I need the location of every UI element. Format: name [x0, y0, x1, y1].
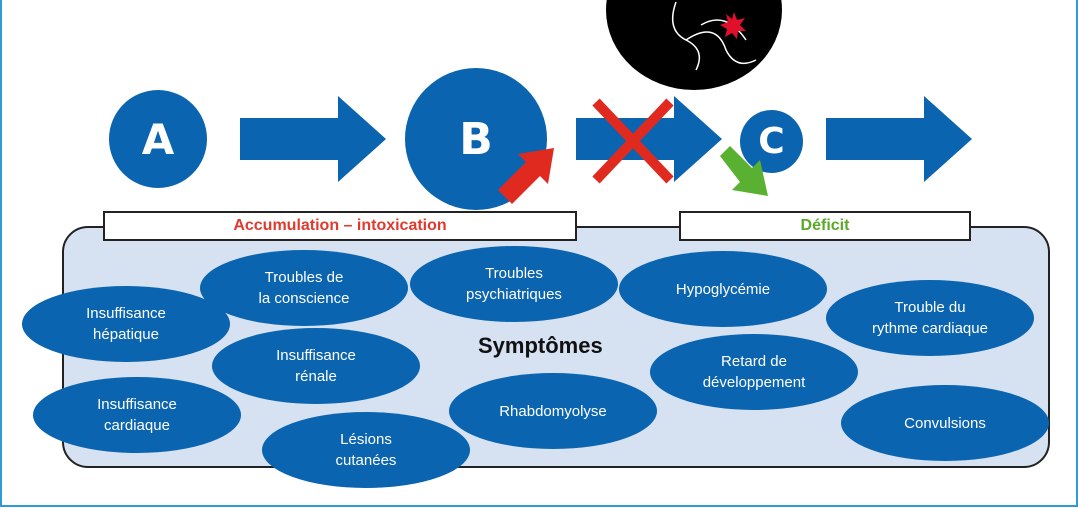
cross-x-icon	[592, 98, 674, 184]
symptom-insuffisance-cardiaque: Insuffisance cardiaque	[33, 377, 241, 453]
symptom-convulsions: Convulsions	[841, 385, 1049, 461]
arrow-a-to-b	[240, 96, 386, 182]
accumulation-header: Accumulation – intoxication	[103, 211, 577, 241]
step-c-circle: C	[740, 110, 803, 173]
black-circle-squiggle-icon	[606, 0, 782, 90]
symptom-trouble-rythme: Trouble du rythme cardiaque	[826, 280, 1034, 356]
symptom-lesions-cutanees: Lésions cutanées	[262, 412, 470, 488]
symptom-retard-developpement: Retard de développement	[650, 334, 858, 410]
arrow-after-c	[826, 96, 972, 182]
up-arrow-red-icon	[498, 148, 554, 204]
step-a-circle: A	[109, 90, 207, 188]
symptom-insuffisance-hepatique: Insuffisance hépatique	[22, 286, 230, 362]
symptom-rhabdomyolyse: Rhabdomyolyse	[449, 373, 657, 449]
deficit-header: Déficit	[679, 211, 971, 241]
arrow-b-to-c	[576, 96, 722, 182]
symptom-troubles-conscience: Troubles de la conscience	[200, 250, 408, 326]
symptom-troubles-psychiatriques: Troubles psychiatriques	[410, 246, 618, 322]
down-arrow-green-icon	[720, 146, 768, 196]
symptom-insuffisance-renale: Insuffisance rénale	[212, 328, 420, 404]
symptoms-label: Symptômes	[478, 333, 603, 358]
symptom-hypoglycemie: Hypoglycémie	[619, 251, 827, 327]
